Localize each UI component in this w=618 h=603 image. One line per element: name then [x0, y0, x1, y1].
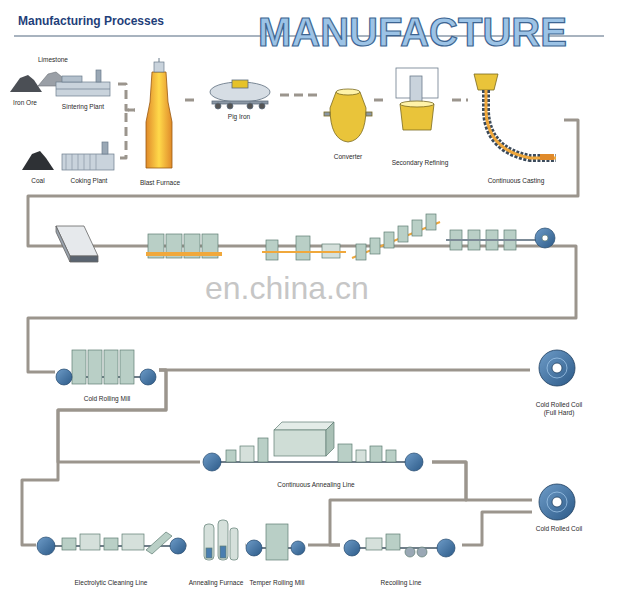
process-station: Electrolytic Cleaning Line	[36, 522, 186, 586]
watermark: en.china.cn	[205, 270, 369, 307]
sintering-plant	[56, 70, 110, 96]
station-label: Recoiling Line	[381, 579, 422, 586]
station-label: Annealing Furnace	[189, 579, 244, 586]
station-label: Converter	[334, 153, 363, 160]
slab	[56, 226, 98, 262]
process-flow-line	[22, 370, 166, 545]
cold-rolling-mill	[56, 350, 156, 385]
process-station: Pig Iron	[198, 74, 280, 120]
station-label: Coal	[31, 177, 44, 184]
process-flow-line	[374, 99, 388, 102]
station-label: Coking Plant	[71, 177, 108, 184]
process-station: Coal	[20, 140, 56, 184]
continuous-caster	[474, 74, 556, 160]
hot-strip-mill	[352, 214, 440, 260]
diagram-title: Manufacturing Processes	[18, 14, 164, 28]
converter	[324, 89, 372, 142]
process-flow-line	[120, 110, 135, 158]
process-station: Recoiling Line	[340, 528, 462, 586]
watermark-title: MANUFACTURE	[258, 10, 567, 55]
process-station: Secondary Refining	[388, 62, 452, 166]
torpedo-car	[210, 80, 270, 109]
roughing-mill	[262, 236, 346, 260]
process-flow-line	[452, 99, 468, 102]
finishing-and-coiler	[446, 228, 555, 250]
process-station: Sintering Plant	[48, 70, 118, 110]
coking-plant	[62, 142, 114, 170]
recoiling-line	[344, 534, 455, 557]
station-label: Cold Rolling Mill	[84, 395, 131, 402]
process-flow-line	[280, 94, 322, 97]
station-label: Continuous Casting	[488, 177, 545, 184]
station-label: Limestone	[38, 56, 68, 63]
process-station: Iron Ore	[8, 64, 42, 106]
electrolytic-cleaning-line	[37, 532, 186, 555]
process-station: Limestone	[30, 56, 76, 88]
station-label: Continuous Annealing Line	[277, 481, 354, 488]
annealing-furnace	[204, 520, 238, 560]
process-station: Cold Rolled Coil (Full Hard)	[530, 348, 588, 416]
process-station: Cold Rolling Mill	[55, 342, 159, 402]
blast-furnace	[146, 58, 172, 168]
secondary-refining	[396, 68, 438, 130]
process-station: Cold Rolled Coil	[532, 482, 586, 532]
annealing-line	[203, 422, 423, 471]
station-label: Electrolytic Cleaning Line	[75, 579, 148, 586]
process-station: Blast Furnace	[135, 56, 185, 186]
process-flow-line	[462, 512, 532, 545]
process-flow-line	[308, 544, 340, 547]
process-station: Annealing Furnace	[187, 518, 246, 586]
process-flow-line	[28, 120, 578, 372]
process-flow-line	[185, 99, 198, 102]
reheating-furnace	[146, 234, 222, 258]
station-label: Secondary Refining	[392, 159, 449, 166]
process-station: Coking Plant	[58, 138, 120, 184]
process-flow-line	[118, 84, 135, 110]
station-label: Cold Rolled Coil	[536, 525, 583, 532]
process-station: Continuous Casting	[468, 66, 564, 184]
process-flow-line	[159, 369, 530, 372]
process-flow-line	[432, 462, 532, 500]
process-station: Temper Rolling Mill	[246, 518, 308, 586]
station-label: Temper Rolling Mill	[250, 579, 305, 586]
process-flow-line	[330, 462, 466, 545]
process-station: Continuous Annealing Line	[200, 412, 432, 488]
station-label: Sintering Plant	[62, 103, 104, 110]
station-label: Blast Furnace	[140, 179, 180, 186]
station-label: Iron Ore	[13, 99, 37, 106]
coil	[539, 350, 575, 520]
process-station: Converter	[322, 80, 374, 160]
temper-rolling-mill	[246, 524, 305, 560]
station-label: Cold Rolled Coil (Full Hard)	[530, 401, 588, 416]
station-label: Pig Iron	[228, 113, 250, 120]
